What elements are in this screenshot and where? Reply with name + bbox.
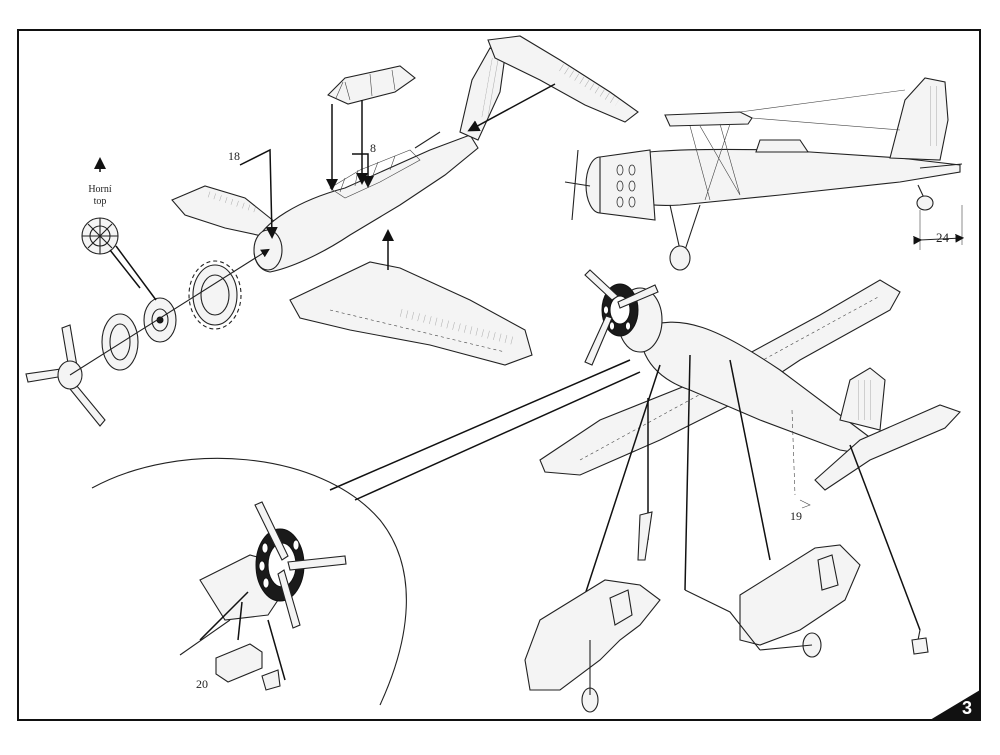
page-number: 3 [962, 698, 972, 718]
biplane-side-view: 24 [564, 77, 965, 271]
page-number-tab: 3 [930, 690, 980, 720]
part-8-label: 8 [370, 141, 376, 155]
propeller [25, 324, 106, 427]
dimension-label: 24 [936, 230, 950, 245]
part-20-label: 20 [196, 677, 208, 691]
engine-top-view [81, 217, 119, 255]
engine-detail-inset: 20 [91, 359, 641, 706]
direction-label-line1: Horní [88, 184, 112, 195]
landing-gear-left [524, 511, 661, 713]
landing-gear-right [684, 544, 861, 658]
part-18-label: 18 [228, 149, 240, 163]
fighter-assembly: Horní top 18 8 [25, 35, 639, 427]
radial-engine-part [143, 297, 177, 343]
tail-wheel [911, 629, 929, 655]
cowl-front-ring [101, 313, 139, 371]
part-19-label: 19 [790, 509, 802, 523]
sheet-border [17, 29, 981, 721]
direction-label-line2: top [94, 196, 107, 207]
fighter-underside-view: 19 [539, 269, 961, 631]
engine-cowl-ring [188, 260, 242, 330]
